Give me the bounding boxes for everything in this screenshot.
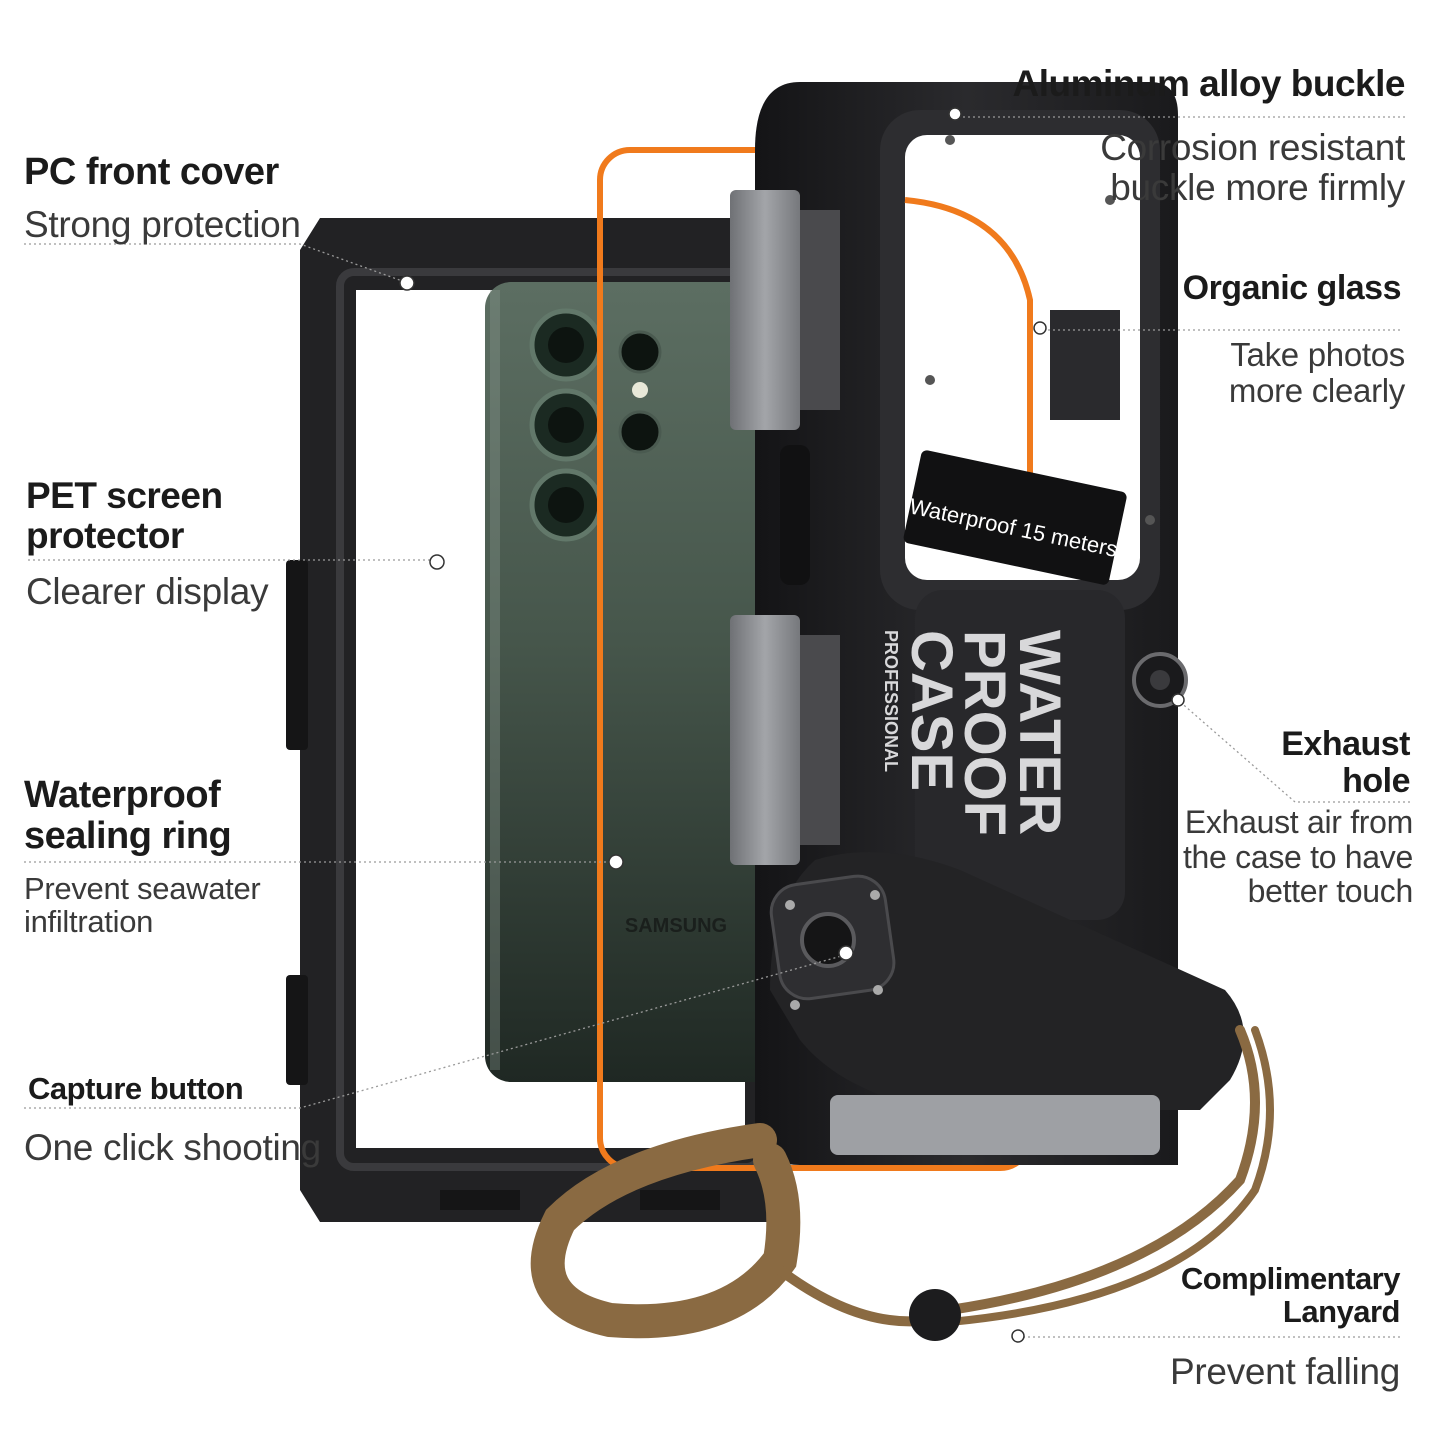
lanyard-stopper [909,1289,961,1341]
case-badge: WATER PROOF CASE PROFESSIONAL [881,630,1072,836]
pet-desc: Clearer display [26,571,269,612]
svg-text:WATER: WATER [1007,630,1072,835]
callout-dots [399,107,1185,1343]
svg-text:PROOF: PROOF [952,630,1017,836]
lanyard-title: Complimentary Lanyard [1180,1261,1401,1330]
sealing-ring-title: Waterproof sealing ring [24,774,232,858]
svg-text:CASE: CASE [899,630,964,791]
glass-title: Organic glass [1182,269,1402,307]
exhaust-desc: Exhaust air from the case to have better… [1182,804,1413,910]
phone-brand-text: SAMSUNG [625,915,727,937]
capture-desc: One click shooting [24,1127,321,1168]
lanyard [530,1025,1274,1339]
pet-title: PET screen protector [26,475,223,556]
aluminum-desc: Corrosion resistant buckle more firmly [1100,127,1405,208]
capture-title: Capture button [28,1071,244,1106]
lanyard-desc: Prevent falling [1170,1351,1400,1392]
svg-text:PROFESSIONAL: PROFESSIONAL [881,630,901,772]
grip-handle [769,852,1244,1155]
sealing-ring-desc: Prevent seawater infiltration [24,871,261,940]
aluminum-title: Aluminum alloy buckle [1012,63,1406,104]
pc-cover-desc: Strong protection [24,204,301,245]
aluminum-hinges [730,190,840,865]
exhaust-title: Exhaust hole [1281,725,1410,800]
pc-cover-title: PC front cover [24,151,279,193]
phone-body: SAMSUNG [485,282,785,1082]
glass-desc: Take photos more clearly [1228,336,1405,409]
